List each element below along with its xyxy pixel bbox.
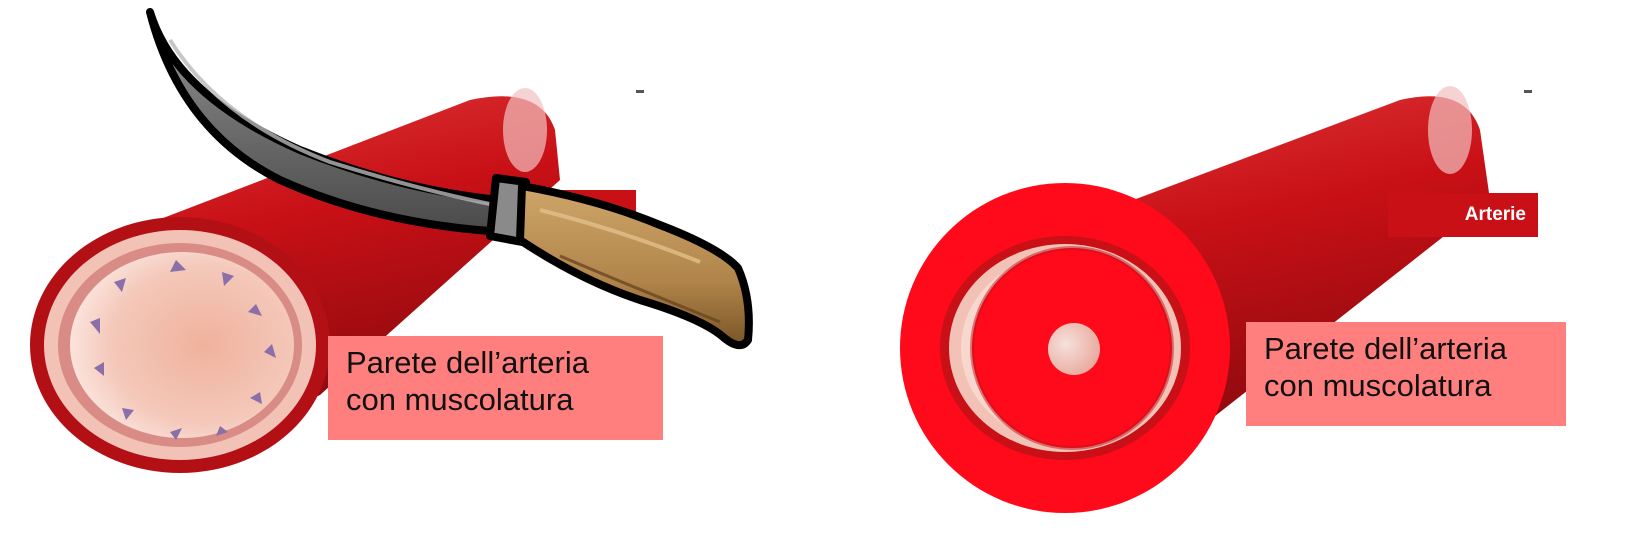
corner-marker (1524, 90, 1532, 93)
right-artery-illustration (880, 0, 1651, 555)
artery-wall-label-line2: con muscolatura (346, 381, 645, 418)
artery-far-end (1428, 86, 1472, 174)
artery-tag-label: Arterie (1465, 204, 1526, 225)
artery-wall-label-line1: Parete dell’arteria (1264, 330, 1548, 367)
artery-wall-label: Parete dell’arteria con muscolatura (1246, 322, 1566, 426)
artery-wall-label: Parete dell’arteria con muscolatura (328, 336, 663, 440)
right-artery-panel: Arterie Parete dell’arteria con muscolat… (880, 0, 1651, 555)
left-artery-illustration (0, 0, 800, 555)
artery-wall-label-line1: Parete dell’arteria (346, 344, 645, 381)
artery-far-end (503, 88, 547, 172)
artery-lumen-dot (1048, 323, 1100, 375)
left-artery-panel: Parete dell’arteria con muscolatura (0, 0, 800, 555)
artery-tag: Arterie (1388, 193, 1538, 237)
artery-lumen (70, 252, 294, 438)
corner-marker (636, 90, 644, 93)
artery-wall-label-line2: con muscolatura (1264, 367, 1548, 404)
